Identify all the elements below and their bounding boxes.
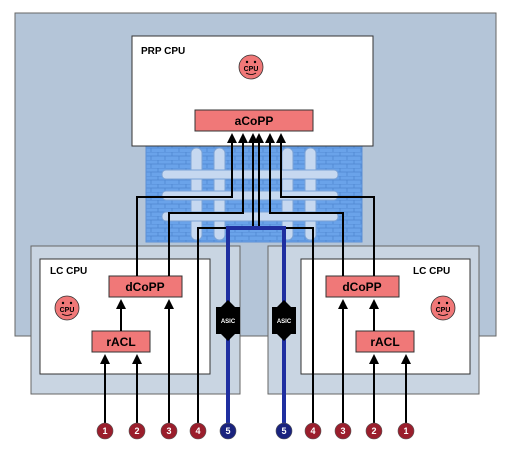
acopp-label: aCoPP xyxy=(235,114,274,128)
lc-right-cpu-face-icon: CPU xyxy=(430,295,456,321)
lc-left-dcopp-label: dCoPP xyxy=(125,280,164,294)
svg-text:CPU: CPU xyxy=(244,66,259,73)
svg-text:5: 5 xyxy=(225,426,230,436)
svg-text:3: 3 xyxy=(340,426,345,436)
lc-right-asic-icon: ASIC xyxy=(272,300,296,341)
right-ports: 5 4 3 2 1 xyxy=(275,422,415,440)
prp-cpu-box: PRP CPU CPU aCoPP xyxy=(131,35,374,147)
svg-text:1: 1 xyxy=(403,426,408,436)
prp-cpu-face-icon: CPU xyxy=(238,54,264,80)
acopp-policer xyxy=(194,109,314,132)
lc-right-dcopp-label: dCoPP xyxy=(342,280,381,294)
svg-text:4: 4 xyxy=(195,426,200,436)
port-circle: 2 xyxy=(128,422,146,440)
svg-text:2: 2 xyxy=(371,426,376,436)
lc-left-module: LC CPU CPU dCoPP rACL xyxy=(30,245,241,395)
control-plane-paths xyxy=(100,133,411,423)
lc-right-dcopp xyxy=(325,275,400,298)
svg-text:CPU: CPU xyxy=(60,307,75,314)
port-circle: 4 xyxy=(304,422,322,440)
svg-text:3: 3 xyxy=(166,426,171,436)
port-circle: 3 xyxy=(160,422,178,440)
lc-right-title: LC CPU xyxy=(413,266,450,277)
port-circle: 2 xyxy=(365,422,383,440)
svg-text:2: 2 xyxy=(134,426,139,436)
lc-right-racl-label: rACL xyxy=(370,335,399,349)
svg-text:ASIC: ASIC xyxy=(221,319,236,325)
left-ports: 1 2 3 4 5 xyxy=(96,422,237,440)
lc-left-racl-label: rACL xyxy=(106,335,135,349)
svg-text:ASIC: ASIC xyxy=(277,319,292,325)
lc-left-cpu-face-icon: CPU xyxy=(54,295,80,321)
port-circle: 5 xyxy=(219,422,237,440)
prp-cpu-title: PRP CPU xyxy=(141,46,185,57)
port-circle: 1 xyxy=(96,422,114,440)
lc-right-racl xyxy=(355,330,415,353)
svg-text:1: 1 xyxy=(102,426,107,436)
svg-text:5: 5 xyxy=(281,426,286,436)
port-circle: 4 xyxy=(189,422,207,440)
lc-left-asic-icon: ASIC xyxy=(216,300,240,341)
port-circle: 1 xyxy=(397,422,415,440)
port-circle: 3 xyxy=(334,422,352,440)
svg-text:4: 4 xyxy=(310,426,315,436)
lc-left-title: LC CPU xyxy=(50,266,87,277)
lc-left-dcopp xyxy=(108,275,183,298)
svg-text:CPU: CPU xyxy=(436,307,451,314)
port-circle: 5 xyxy=(275,422,293,440)
